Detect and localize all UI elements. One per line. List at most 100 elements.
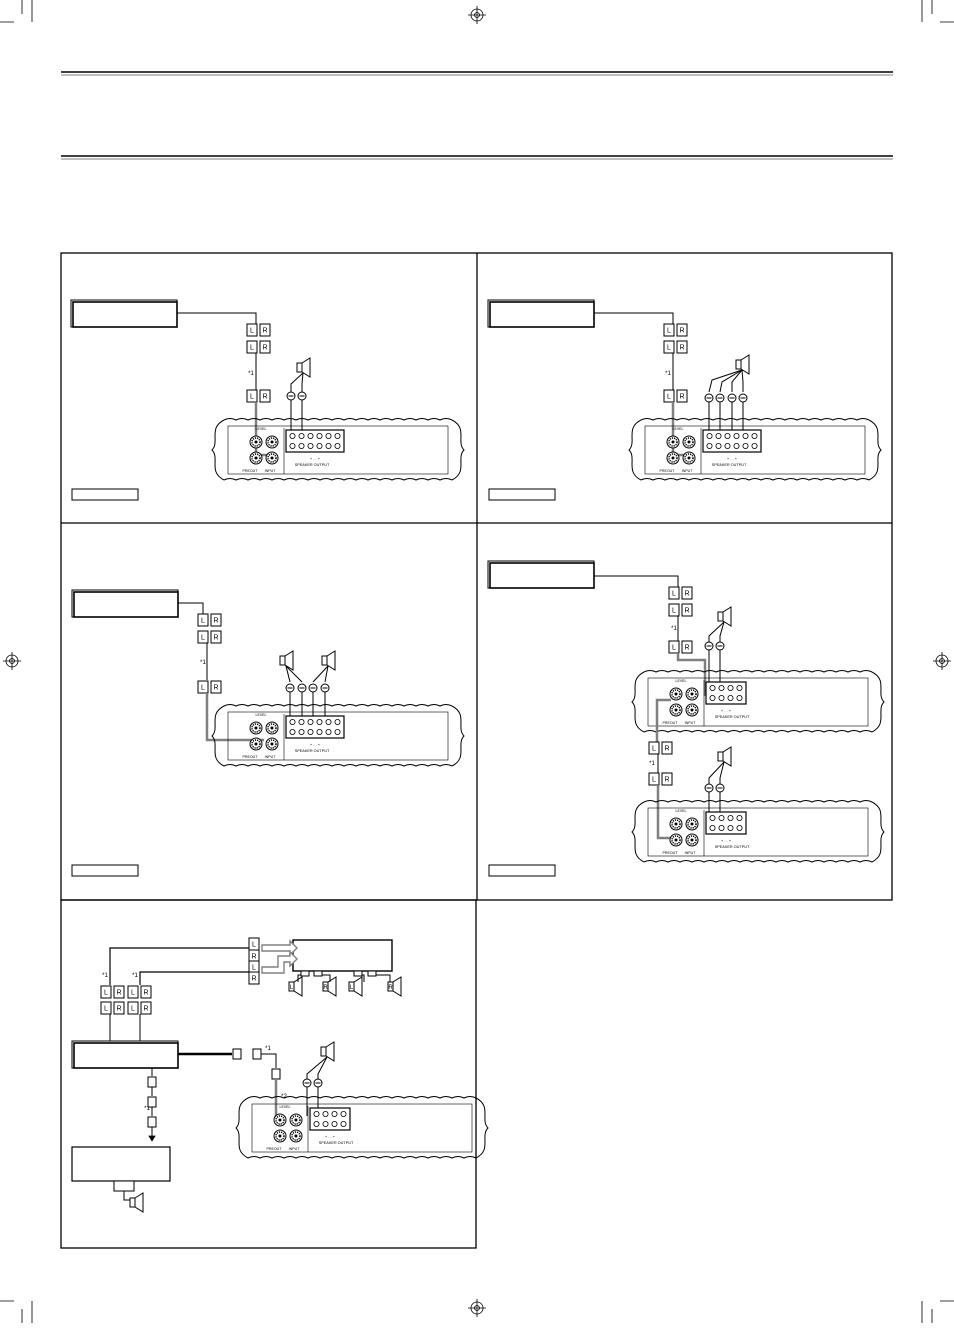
amp-preout-label: PREOUT xyxy=(267,1147,283,1151)
rca-plug: L xyxy=(663,323,675,337)
rca-plug: R xyxy=(140,1001,152,1015)
speaker-terminal xyxy=(709,685,716,692)
amp-speaker-output-label: SPEAKER OUTPUT xyxy=(712,463,747,467)
rca-plug: R xyxy=(661,772,673,786)
amp-input-label: INPUT xyxy=(685,721,697,725)
speaker-terminal xyxy=(307,442,314,449)
rca-plug-label: R xyxy=(213,685,218,692)
amp-housing-bottom xyxy=(223,764,453,767)
preout-link-cable xyxy=(655,698,671,743)
rca-plug: R xyxy=(259,323,271,337)
rca-plug-label: R xyxy=(213,635,218,642)
rca-jack-hatch xyxy=(687,705,697,715)
rca-plug-label: R xyxy=(143,1006,148,1013)
rca-jack xyxy=(249,451,263,465)
speaker-terminal xyxy=(718,815,725,822)
rca-plug-label: L xyxy=(131,990,135,997)
unit-box-outer xyxy=(70,299,178,328)
speaker-terminal xyxy=(736,815,743,822)
rca-jack-pin xyxy=(687,440,691,444)
rca-plug-label: R xyxy=(251,976,256,983)
rca-jack-hatch xyxy=(668,437,678,447)
speaker-terminal xyxy=(718,825,725,832)
rca-jack-hatch xyxy=(267,453,277,463)
unit-box-inner xyxy=(72,301,178,328)
speaker-icon xyxy=(321,650,336,671)
amp-housing-bottom xyxy=(643,860,873,863)
rca-plug: R xyxy=(210,680,222,694)
speaker-terminal xyxy=(316,432,323,439)
speaker-terminal xyxy=(340,1111,347,1118)
rca-plug-body xyxy=(197,680,209,694)
rca-plug: L xyxy=(248,937,260,951)
rca-plug-label: R xyxy=(143,990,148,997)
rca-jack-pin xyxy=(687,456,691,460)
amp-level-label: LEVEL xyxy=(280,1105,291,1109)
rca-jack xyxy=(682,451,696,465)
speaker-terminal xyxy=(736,695,743,702)
speaker-icon xyxy=(279,650,294,671)
speaker-terminal-block xyxy=(702,429,762,453)
rca-plug-body xyxy=(210,680,222,694)
rca-jack-pin xyxy=(690,822,694,826)
amp-speaker-output-label: SPEAKER OUTPUT xyxy=(715,715,750,719)
speaker-terminal xyxy=(331,1111,338,1118)
speaker-terminal xyxy=(334,719,341,726)
note-marker-1: *1 xyxy=(200,660,206,666)
speaker-terminal xyxy=(733,442,740,449)
rca-jack-hatch xyxy=(687,819,697,829)
speaker-magnet xyxy=(320,1046,327,1057)
speaker-terminal xyxy=(307,729,314,736)
rca-jack-hatch xyxy=(251,453,261,463)
unit-box-inner xyxy=(73,1042,179,1069)
cable xyxy=(741,369,744,392)
cable-connector xyxy=(147,1076,157,1088)
speaker-terminal xyxy=(715,442,722,449)
amp-fin-right xyxy=(871,801,885,863)
speaker-terminal xyxy=(709,815,716,822)
rca-jack xyxy=(249,721,263,735)
speaker-icon xyxy=(717,746,732,767)
amp-panel-frame xyxy=(644,425,866,475)
speaker-terminal xyxy=(718,685,725,692)
cable xyxy=(285,665,303,683)
amp-fin-left xyxy=(235,1097,249,1159)
rca-plug-label: R xyxy=(664,746,669,753)
rca-plug-body xyxy=(113,1001,125,1015)
rca-jack xyxy=(685,833,699,847)
rca-plug: R xyxy=(661,741,673,755)
cable xyxy=(719,761,725,786)
speaker-terminal xyxy=(316,729,323,736)
speaker-terminal-block xyxy=(309,1107,351,1131)
rca-jack-pin xyxy=(270,456,274,460)
cable-connector xyxy=(147,1116,157,1128)
rca-jack-pin xyxy=(671,440,675,444)
amp-preout-label: PREOUT xyxy=(243,755,259,759)
speaker-icon: R xyxy=(387,976,402,997)
cable xyxy=(731,369,743,392)
amp-input-label: INPUT xyxy=(289,1147,301,1151)
cable xyxy=(123,1191,131,1201)
amp-panel-frame xyxy=(647,677,869,727)
speaker-terminal xyxy=(718,695,725,702)
rca-plug: L xyxy=(197,680,209,694)
rca-jack-hatch xyxy=(291,1115,301,1125)
speaker-magnet xyxy=(321,655,328,666)
cable xyxy=(708,369,743,393)
rca-plug-label: R xyxy=(251,954,256,961)
rca-plug: R xyxy=(140,985,152,999)
amp-housing-bottom xyxy=(640,478,870,481)
rca-plug-label: R xyxy=(262,394,267,401)
speaker-cone xyxy=(301,357,311,378)
amp-fin-left xyxy=(631,671,645,733)
rca-plug-label: L xyxy=(667,345,671,352)
rca-jack-hatch xyxy=(267,723,277,733)
speaker-terminal xyxy=(334,432,341,439)
rca-jack-pin xyxy=(294,1118,298,1122)
cable xyxy=(312,665,329,683)
rca-plug-label: R xyxy=(262,328,267,335)
